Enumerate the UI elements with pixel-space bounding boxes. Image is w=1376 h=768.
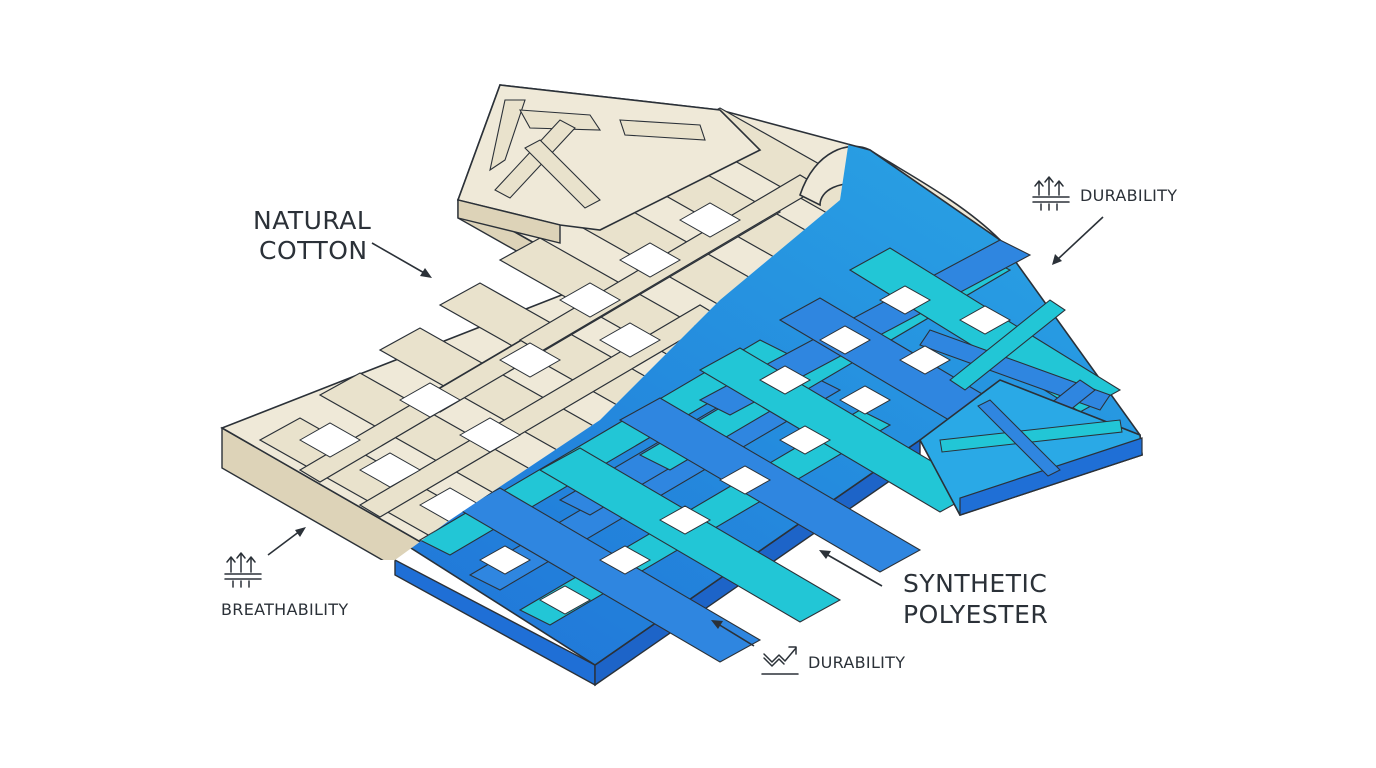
durability-bottom-arrow [717, 623, 755, 647]
label-natural-cotton: NATURAL COTTON [253, 206, 432, 278]
cotton-weave-gaps [298, 202, 742, 523]
label-synthetic-polyester: SYNTHETIC POLYESTER [819, 550, 1048, 629]
durability-top-icon [1032, 176, 1070, 211]
synthetic-arrowhead [819, 550, 831, 559]
durability-top-arrow [1057, 216, 1104, 260]
cotton-arrow [371, 242, 427, 275]
cotton-arrowhead [420, 268, 432, 278]
cotton-label-line2: COTTON [259, 236, 368, 265]
label-durability-bottom: DURABILITY [711, 620, 905, 675]
shirt-lattice [220, 84, 1143, 687]
polyester-sleeve [918, 379, 1143, 516]
breathability-arrowhead [295, 527, 306, 537]
durability-top-label: DURABILITY [1080, 186, 1177, 205]
polyester-weave-bars [418, 239, 1122, 663]
durability-bottom-label: DURABILITY [808, 653, 905, 672]
breathability-icon [224, 552, 262, 588]
label-breathability: BREATHABILITY [221, 527, 348, 619]
breathability-arrow [267, 530, 301, 556]
synthetic-label-line2: POLYESTER [903, 600, 1048, 629]
cotton-sleeve [456, 84, 762, 244]
synthetic-arrow [825, 553, 883, 587]
breathability-label: BREATHABILITY [221, 600, 348, 619]
synthetic-label-line1: SYNTHETIC [903, 569, 1047, 598]
cotton-label-line1: NATURAL [253, 206, 371, 235]
durability-top-arrowhead [1052, 254, 1062, 265]
durability-bottom-arrowhead [711, 620, 723, 629]
label-durability-top: DURABILITY [1032, 176, 1177, 265]
durability-trend-icon [761, 646, 799, 675]
